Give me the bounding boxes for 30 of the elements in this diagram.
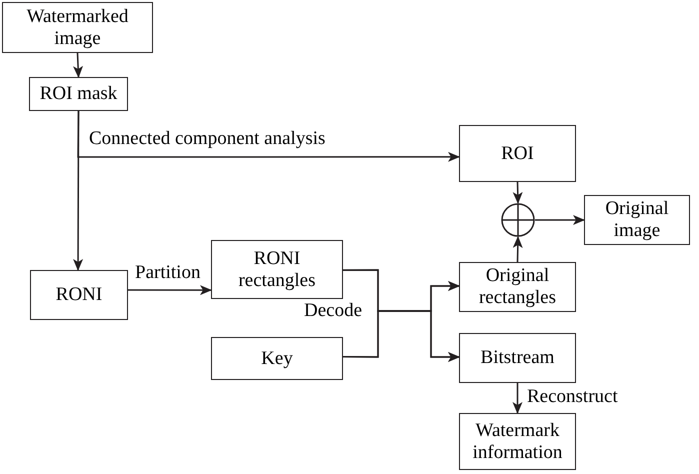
process-box — [211, 337, 343, 380]
box-label: Original image — [604, 198, 670, 242]
process-box — [459, 262, 576, 312]
box-label: Watermarked image — [26, 6, 130, 50]
box-label: RONI rectangles — [237, 248, 316, 292]
process-box — [29, 77, 128, 111]
box-label: RONI — [56, 284, 102, 306]
box-label: ROI mask — [40, 83, 118, 105]
arrow — [512, 236, 523, 262]
process-box — [2, 2, 153, 53]
process-box — [459, 413, 576, 470]
arrow — [512, 383, 522, 414]
box-label: Key — [261, 348, 293, 370]
process-box — [584, 195, 690, 245]
edge-label: Connected component analysis — [88, 128, 326, 150]
arrow — [128, 285, 212, 296]
box-label: Original rectangles — [478, 265, 557, 309]
process-box — [211, 240, 343, 299]
box-label: ROI — [501, 142, 534, 164]
process-box — [30, 270, 128, 320]
arrow — [73, 111, 84, 271]
arrow — [535, 215, 585, 225]
process-box — [459, 333, 576, 383]
arrow — [512, 182, 523, 204]
box-label: Bitstream — [480, 347, 554, 369]
process-box — [459, 125, 576, 182]
arrow — [343, 310, 460, 362]
sum-circle — [501, 203, 535, 237]
arrow — [73, 52, 84, 78]
box-label: Watermark information — [472, 420, 564, 464]
